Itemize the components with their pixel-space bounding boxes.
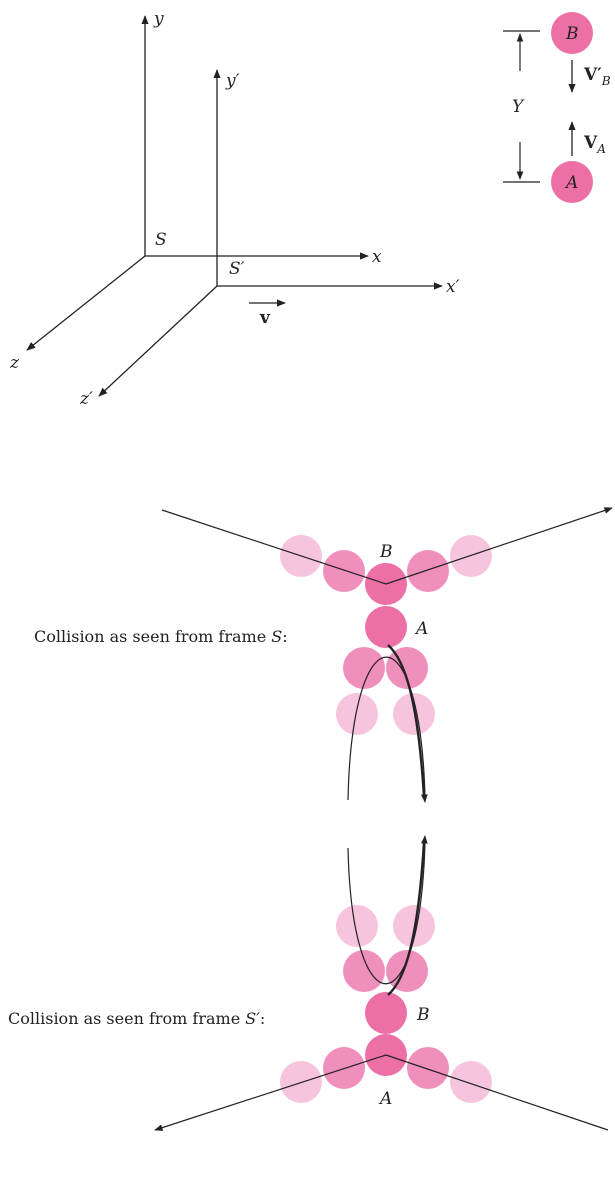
collision-s-label-a: A	[414, 619, 428, 639]
s-origin-label: S	[155, 230, 167, 250]
collision-s-ball-a	[365, 606, 407, 648]
s-prime-z-label: z′	[79, 389, 93, 409]
collision-s-prime-paths	[154, 835, 609, 1131]
collision-s-caption: Collision as seen from frame S:	[34, 627, 288, 646]
collision-s-prime-label-b: B	[416, 1005, 430, 1025]
s-y-label: y	[153, 9, 164, 29]
s-prime-x-label: x′	[446, 277, 460, 297]
inset-ball-b	[551, 12, 593, 54]
s-prime-origin-label: S′	[229, 259, 245, 279]
frame-s-prime-axes	[98, 69, 443, 397]
s-prime-y-label: y′	[225, 71, 240, 91]
s-z-axis	[26, 255, 146, 351]
collision-s-prime-caption: Collision as seen from frame S′:	[8, 1009, 265, 1028]
inset-separation	[503, 30, 540, 183]
s-prime-z-axis	[98, 285, 218, 397]
velocity-label: v	[259, 308, 271, 328]
inset-ball-a	[551, 161, 593, 203]
s-z-label: z	[9, 353, 20, 373]
collision-s-prime-balls	[280, 905, 492, 1103]
frame-s-axes	[26, 15, 369, 351]
collision-s-prime-ball-b	[365, 992, 407, 1034]
collision-s-paths	[161, 507, 613, 803]
vel-a-label: VA	[583, 133, 606, 156]
inset-ball-b-label: B	[565, 24, 579, 44]
separation-label: Y	[512, 97, 525, 117]
vel-b-label: V′B	[583, 65, 611, 88]
collision-s-label-b: B	[379, 542, 393, 562]
s-x-label: x	[372, 247, 382, 267]
inset-ball-a-label: A	[564, 173, 578, 193]
collision-s-balls	[280, 535, 492, 735]
collision-s-prime-label-a: A	[378, 1089, 392, 1109]
